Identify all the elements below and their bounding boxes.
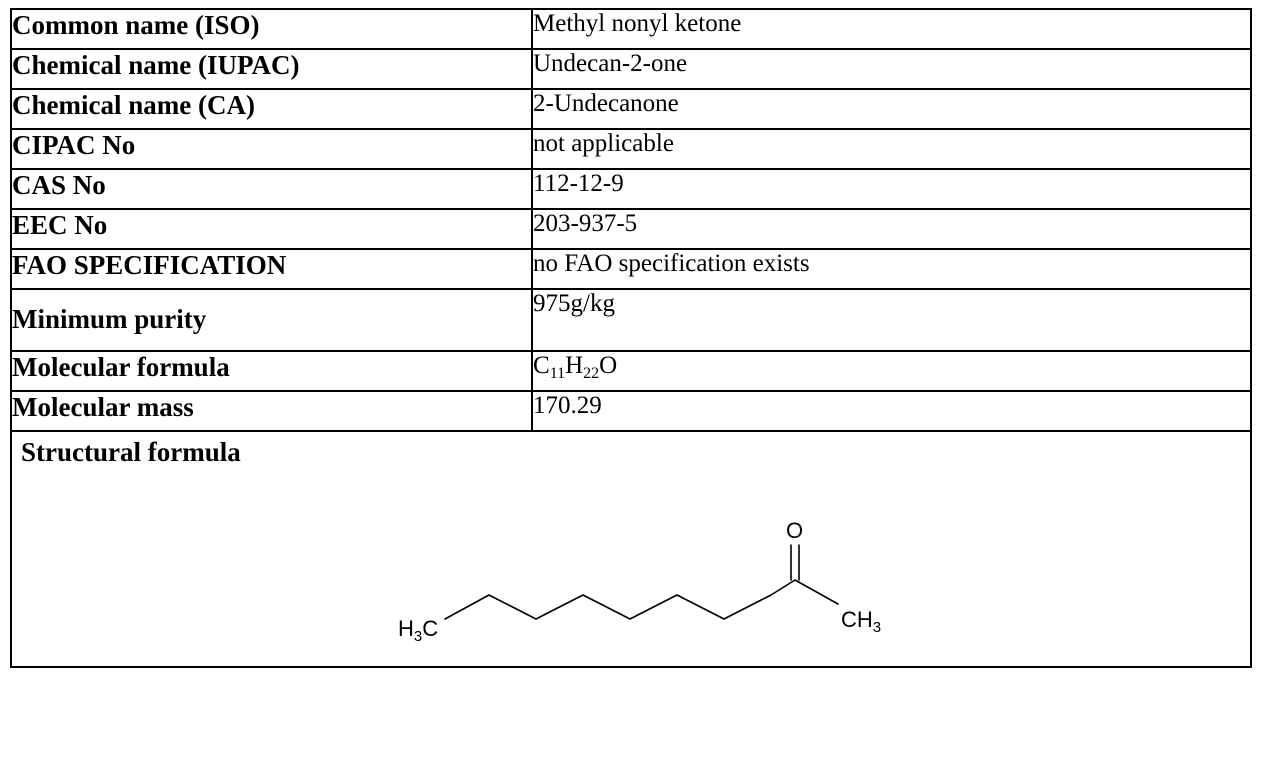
row-value: 203-937-5 (531, 208, 1252, 250)
table-row: CIPAC No not applicable (10, 128, 1252, 170)
structural-formula-diagram: O H3C CH3 (398, 518, 881, 645)
table-row: Chemical name (IUPAC) Undecan-2-one (10, 48, 1252, 90)
row-value: not applicable (531, 128, 1252, 170)
chain-bonds (444, 579, 839, 620)
row-value: 112-12-9 (531, 168, 1252, 210)
table-row: FAO SPECIFICATION no FAO specification e… (10, 248, 1252, 290)
left-methyl-sub: 3 (414, 628, 422, 645)
row-label: FAO SPECIFICATION (10, 248, 533, 290)
row-value: Undecan-2-one (531, 48, 1252, 90)
row-value: Methyl nonyl ketone (531, 8, 1252, 50)
row-value: 975g/kg (531, 288, 1252, 352)
formula-c: C (533, 352, 550, 379)
carbon-chain (444, 544, 839, 620)
row-label: Chemical name (IUPAC) (10, 48, 533, 90)
table-row: Chemical name (CA) 2-Undecanone (10, 88, 1252, 130)
row-label: Molecular formula (10, 350, 533, 392)
row-label: CAS No (10, 168, 533, 210)
right-methyl-sub: 3 (873, 619, 881, 636)
left-methyl-h: H (398, 616, 414, 641)
row-value: 170.29 (531, 390, 1252, 432)
row-label: Minimum purity (10, 288, 533, 352)
row-label: EEC No (10, 208, 533, 250)
left-methyl-c: C (422, 616, 438, 641)
molecular-formula-value: C11H22O (531, 350, 1252, 392)
right-methyl-label: CH3 (841, 607, 881, 636)
row-value: no FAO specification exists (531, 248, 1252, 290)
right-methyl-ch: CH (841, 607, 873, 632)
row-label: CIPAC No (10, 128, 533, 170)
structural-formula-cell: Structural formula O H3C CH3 (10, 430, 1252, 668)
properties-table: Common name (ISO) Methyl nonyl ketone Ch… (10, 8, 1252, 668)
table-row: Molecular mass 170.29 (10, 390, 1252, 432)
row-label: Molecular mass (10, 390, 533, 432)
formula-h-count: 22 (583, 365, 600, 382)
table-row: Minimum purity 975g/kg (10, 288, 1252, 352)
property-sheet: Common name (ISO) Methyl nonyl ketone Ch… (10, 8, 1263, 774)
structural-formula-label: Structural formula (21, 437, 241, 467)
table-row: EEC No 203-937-5 (10, 208, 1252, 250)
row-label: Chemical name (CA) (10, 88, 533, 130)
formula-c-count: 11 (549, 365, 566, 382)
row-value: 2-Undecanone (531, 88, 1252, 130)
table-row: CAS No 112-12-9 (10, 168, 1252, 210)
row-label: Common name (ISO) (10, 8, 533, 50)
oxygen-atom: O (786, 518, 803, 543)
formula-h: H (565, 352, 584, 379)
table-row: Molecular formula C11H22O (10, 350, 1252, 392)
left-methyl-label: H3C (398, 616, 438, 645)
structural-formula-row: Structural formula O H3C CH3 (10, 430, 1252, 668)
table-row: Common name (ISO) Methyl nonyl ketone (10, 8, 1252, 50)
formula-o: O (599, 352, 618, 379)
